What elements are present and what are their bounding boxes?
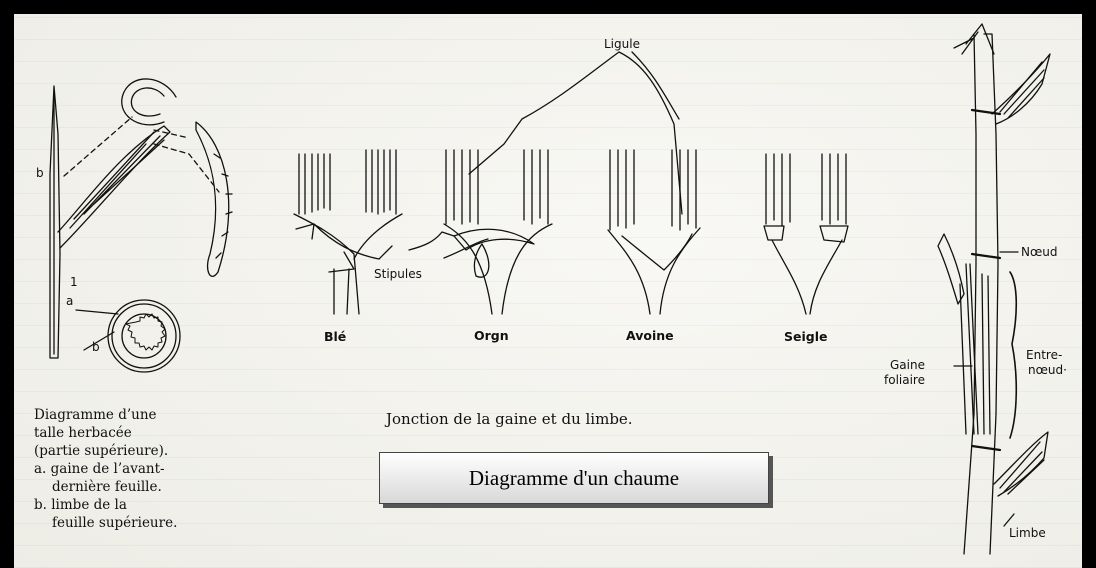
item-letter: a. (34, 461, 46, 477)
noeud-label: Nœud (1021, 246, 1057, 258)
stipules-label: Stipules (374, 268, 422, 280)
item-text: gaine de l’avant- (51, 461, 165, 477)
letter-one: 1 (70, 276, 78, 288)
gaine-foliaire-label-line1: Gaine (890, 359, 925, 371)
junction-seigle (764, 154, 848, 314)
item-letter: b. (34, 497, 47, 513)
ligule-leaders (469, 52, 682, 214)
item-text: limbe de la (51, 497, 127, 513)
gaine-foliaire-label-line2: foliaire (884, 374, 925, 386)
letter-a: a (66, 295, 73, 307)
entre-noeud-label-line1: Entre- (1026, 349, 1062, 361)
talle-caption-line: (partie supérieure). (34, 442, 177, 460)
talle-caption-item-a: a. gaine de l’avant- (34, 460, 177, 478)
chaume-title-box: Diagramme d'un chaume (379, 452, 769, 504)
species-label-ble: Blé (324, 331, 346, 344)
species-label-seigle: Seigle (784, 331, 827, 344)
letter-b-bottom: b (92, 341, 100, 353)
entre-noeud-label-line2: nœud· (1028, 364, 1067, 376)
talle-drawing (50, 79, 232, 372)
talle-caption-line: talle herbacée (34, 424, 177, 442)
ligule-label: Ligule (604, 38, 640, 50)
letter-b-top: b (36, 167, 44, 179)
talle-caption: Diagramme d’une talle herbacée (partie s… (34, 406, 177, 532)
species-label-avoine: Avoine (626, 330, 674, 343)
talle-caption-item-b-cont: feuille supérieure. (34, 514, 177, 532)
junction-ble (294, 150, 402, 314)
talle-caption-line: Diagramme d’une (34, 406, 177, 424)
talle-caption-item-b: b. limbe de la (34, 496, 177, 514)
junction-orge (444, 150, 552, 314)
junction-avoine (608, 150, 700, 314)
diagram-sheet: b 1 a b Ligule Stipules Blé Orgn Avoine … (14, 14, 1082, 568)
jonction-caption: Jonction de la gaine et du limbe. (386, 410, 633, 428)
talle-caption-item-a-cont: dernière feuille. (34, 478, 177, 496)
species-label-orgn: Orgn (474, 330, 509, 343)
chaume-drawing (938, 24, 1050, 554)
limbe-label: Limbe (1009, 527, 1046, 539)
